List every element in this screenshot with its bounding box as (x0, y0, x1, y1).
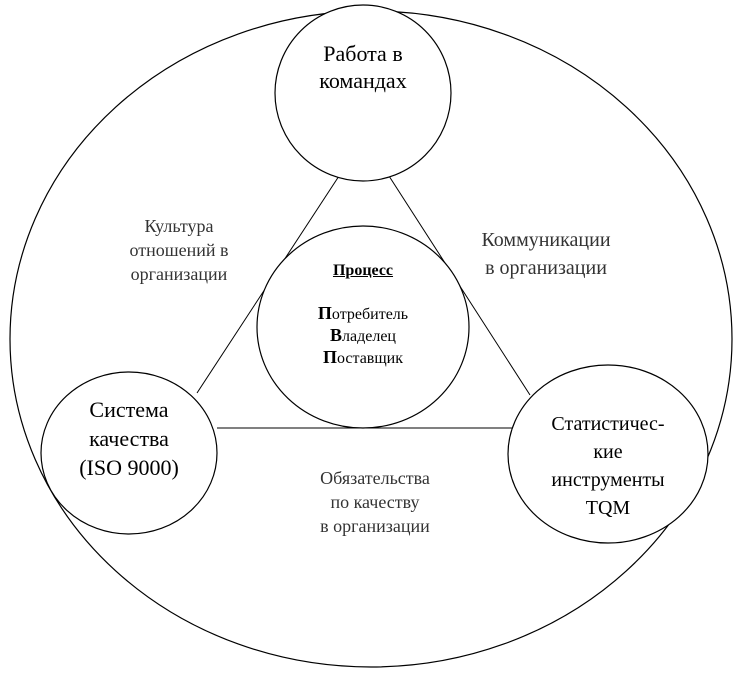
right-node-line-4: TQM (585, 497, 631, 519)
commitment-label: Обязательства по качеству в организации (295, 466, 455, 538)
center-process-circle (256, 225, 470, 429)
role-consumer: Потребитель (293, 303, 433, 325)
culture-line-1: Культура (144, 216, 214, 236)
commitment-line-3: в организации (320, 516, 430, 536)
role-consumer-rest: отребитель (331, 306, 409, 323)
commitment-line-1: Обязательства (320, 468, 430, 488)
left-node-label: Система качества (ISO 9000) (49, 395, 209, 482)
role-consumer-initial: П (317, 303, 332, 323)
top-node-line-1: Работа в (323, 41, 403, 66)
communications-line-1: Коммуникации (481, 229, 611, 251)
right-node-line-3: инструменты (551, 469, 665, 491)
top-node-line-2: командах (319, 68, 407, 93)
left-node-line-3: (ISO 9000) (79, 455, 179, 480)
right-node-line-1: Статистичес- (551, 413, 665, 435)
right-node-line-2: кие (593, 441, 623, 463)
role-owner-initial: В (330, 325, 343, 345)
right-node-circle (507, 364, 709, 544)
role-owner: Владелец (293, 325, 433, 347)
left-node-circle (40, 371, 218, 535)
left-node-line-1: Система (89, 397, 169, 422)
left-node-line-2: качества (89, 426, 169, 451)
top-node-circle (274, 4, 452, 182)
role-supplier-initial: П (322, 347, 337, 367)
role-supplier: Поставщик (293, 347, 433, 369)
role-supplier-rest: оставщик (337, 350, 403, 367)
culture-label: Культура отношений в организации (104, 214, 254, 286)
center-process-label: Процесс Потребитель Владелец Поставщик (293, 261, 433, 369)
communications-line-2: в организации (485, 257, 607, 279)
role-owner-rest: ладелец (342, 328, 396, 345)
culture-line-2: отношений в (129, 240, 229, 260)
commitment-line-2: по качеству (330, 492, 420, 512)
top-node-label: Работа в командах (293, 40, 433, 94)
right-node-label: Статистичес- кие инструменты TQM (528, 410, 688, 522)
culture-line-3: организации (130, 264, 228, 284)
process-title: Процесс (332, 262, 394, 279)
communications-label: Коммуникации в организации (456, 226, 636, 282)
